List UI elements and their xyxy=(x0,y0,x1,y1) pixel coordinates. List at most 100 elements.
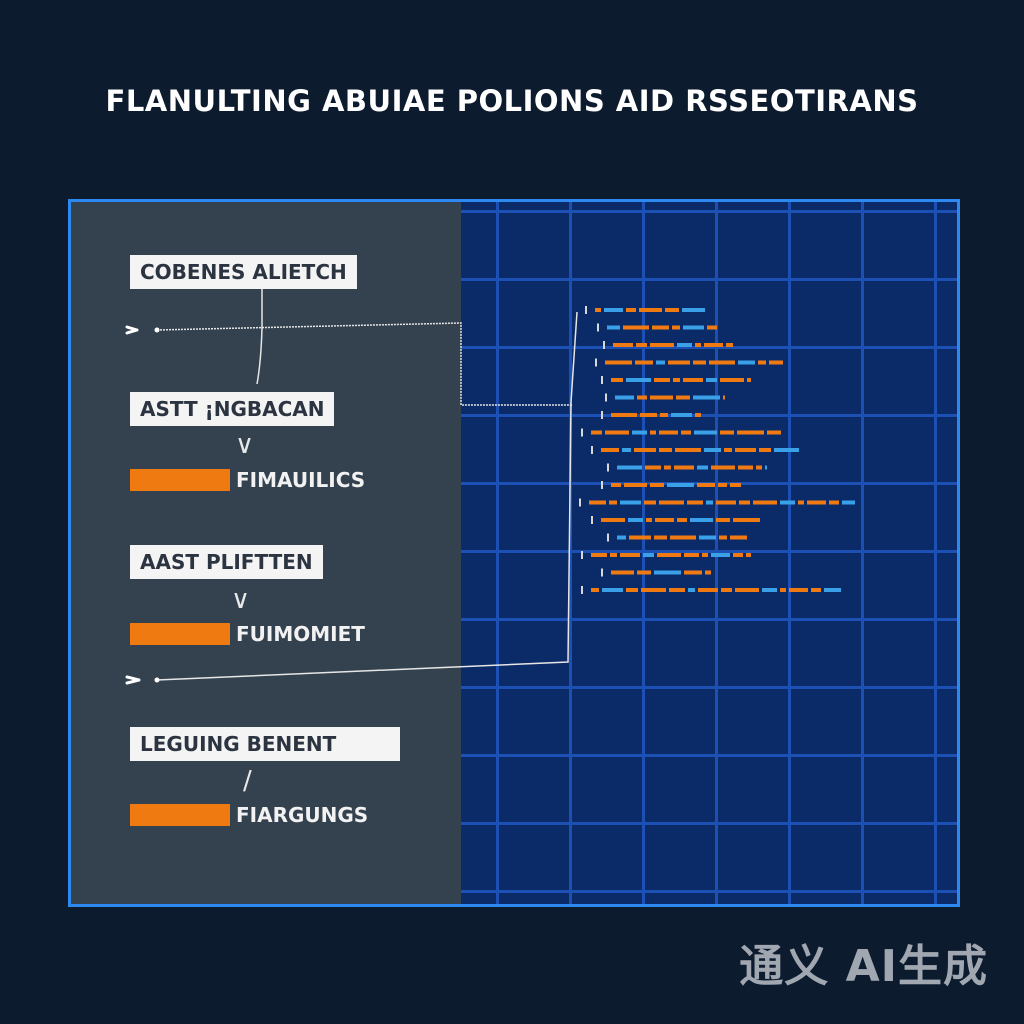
code-token xyxy=(622,448,631,452)
code-token xyxy=(637,395,647,400)
code-token xyxy=(620,553,640,557)
code-token xyxy=(589,500,606,505)
code-token xyxy=(667,483,694,487)
diagram-title: FLANULTING ABUIAE POLIONS AID RSSEOTIRAN… xyxy=(105,84,919,118)
code-token xyxy=(829,500,839,505)
code-token xyxy=(780,500,795,505)
code-token xyxy=(738,465,753,470)
code-token xyxy=(674,465,694,470)
code-token xyxy=(650,395,673,400)
code-token xyxy=(733,553,743,557)
code-token xyxy=(617,465,642,470)
chevron-down-icon: ∨ xyxy=(231,585,251,615)
code-token xyxy=(756,465,762,470)
code-token xyxy=(687,500,703,505)
code-token xyxy=(718,483,727,487)
code-token xyxy=(605,360,632,365)
code-token xyxy=(611,378,623,382)
code-token xyxy=(738,360,755,365)
code-token xyxy=(675,448,701,452)
code-token xyxy=(811,588,821,592)
code-bracket xyxy=(607,533,609,542)
code-token xyxy=(611,483,621,487)
code-token xyxy=(650,483,664,487)
code-token xyxy=(605,430,629,435)
code-token xyxy=(695,413,701,417)
code-token xyxy=(656,360,665,365)
code-token xyxy=(613,343,633,347)
code-token xyxy=(702,553,708,557)
code-token xyxy=(591,430,602,435)
code-token xyxy=(636,343,647,347)
code-token xyxy=(684,553,699,557)
code-token xyxy=(672,325,680,330)
code-token xyxy=(660,413,668,417)
code-token xyxy=(693,360,706,365)
code-token xyxy=(650,430,656,435)
code-token xyxy=(629,535,651,540)
code-token xyxy=(609,500,617,505)
code-token xyxy=(673,378,680,382)
code-token xyxy=(765,465,767,470)
chevron-down-icon: ∨ xyxy=(235,430,255,460)
code-token xyxy=(654,570,681,575)
code-bracket xyxy=(603,341,605,349)
code-token xyxy=(737,430,764,435)
code-token xyxy=(720,430,734,435)
step-3-bar-label: FUIMOMIET xyxy=(236,622,365,646)
code-token xyxy=(657,553,681,557)
code-token xyxy=(655,518,674,522)
code-token xyxy=(607,325,620,330)
code-token xyxy=(670,535,696,540)
connector-top xyxy=(156,322,573,406)
code-token xyxy=(693,395,720,400)
code-token xyxy=(654,378,670,382)
code-bracket xyxy=(601,411,603,419)
code-token xyxy=(643,553,654,557)
code-token xyxy=(676,395,690,400)
code-token xyxy=(639,308,662,312)
code-token xyxy=(668,360,690,365)
code-token xyxy=(767,430,781,435)
code-token xyxy=(664,465,671,470)
code-bracket xyxy=(601,568,603,577)
connector-bottom xyxy=(156,311,578,681)
code-token xyxy=(706,378,717,382)
code-token xyxy=(762,588,777,592)
code-token xyxy=(641,588,666,592)
code-token xyxy=(719,535,727,540)
code-token xyxy=(798,500,804,505)
code-token xyxy=(735,588,759,592)
code-token xyxy=(683,325,704,330)
diagram-frame: COBENES ALIETCH ASTT ¡NGBACAN ∨ FIMAUILI… xyxy=(68,199,960,907)
code-token xyxy=(690,518,713,522)
code-token xyxy=(659,430,678,435)
step-4-orange-bar xyxy=(130,804,230,826)
code-token xyxy=(611,413,637,417)
code-bracket xyxy=(591,446,593,454)
code-bracket xyxy=(595,358,597,367)
code-bracket xyxy=(601,481,603,489)
code-token xyxy=(635,360,653,365)
code-token xyxy=(709,360,735,365)
code-token xyxy=(595,308,601,312)
code-token xyxy=(624,483,647,487)
code-token xyxy=(688,588,695,592)
code-token xyxy=(707,325,717,330)
slash-icon: ∕ xyxy=(243,766,252,796)
code-token xyxy=(591,553,607,557)
code-token xyxy=(807,500,826,505)
code-bracket xyxy=(581,551,583,559)
connector-vertical xyxy=(256,289,263,385)
code-token xyxy=(659,500,684,505)
code-token xyxy=(645,465,661,470)
code-token xyxy=(726,343,733,347)
code-token xyxy=(623,325,649,330)
code-token xyxy=(705,570,711,575)
code-bracket xyxy=(607,463,609,472)
code-token xyxy=(759,448,771,452)
code-token xyxy=(646,518,652,522)
code-token xyxy=(735,448,756,452)
code-token xyxy=(628,518,643,522)
code-bracket xyxy=(605,393,607,402)
